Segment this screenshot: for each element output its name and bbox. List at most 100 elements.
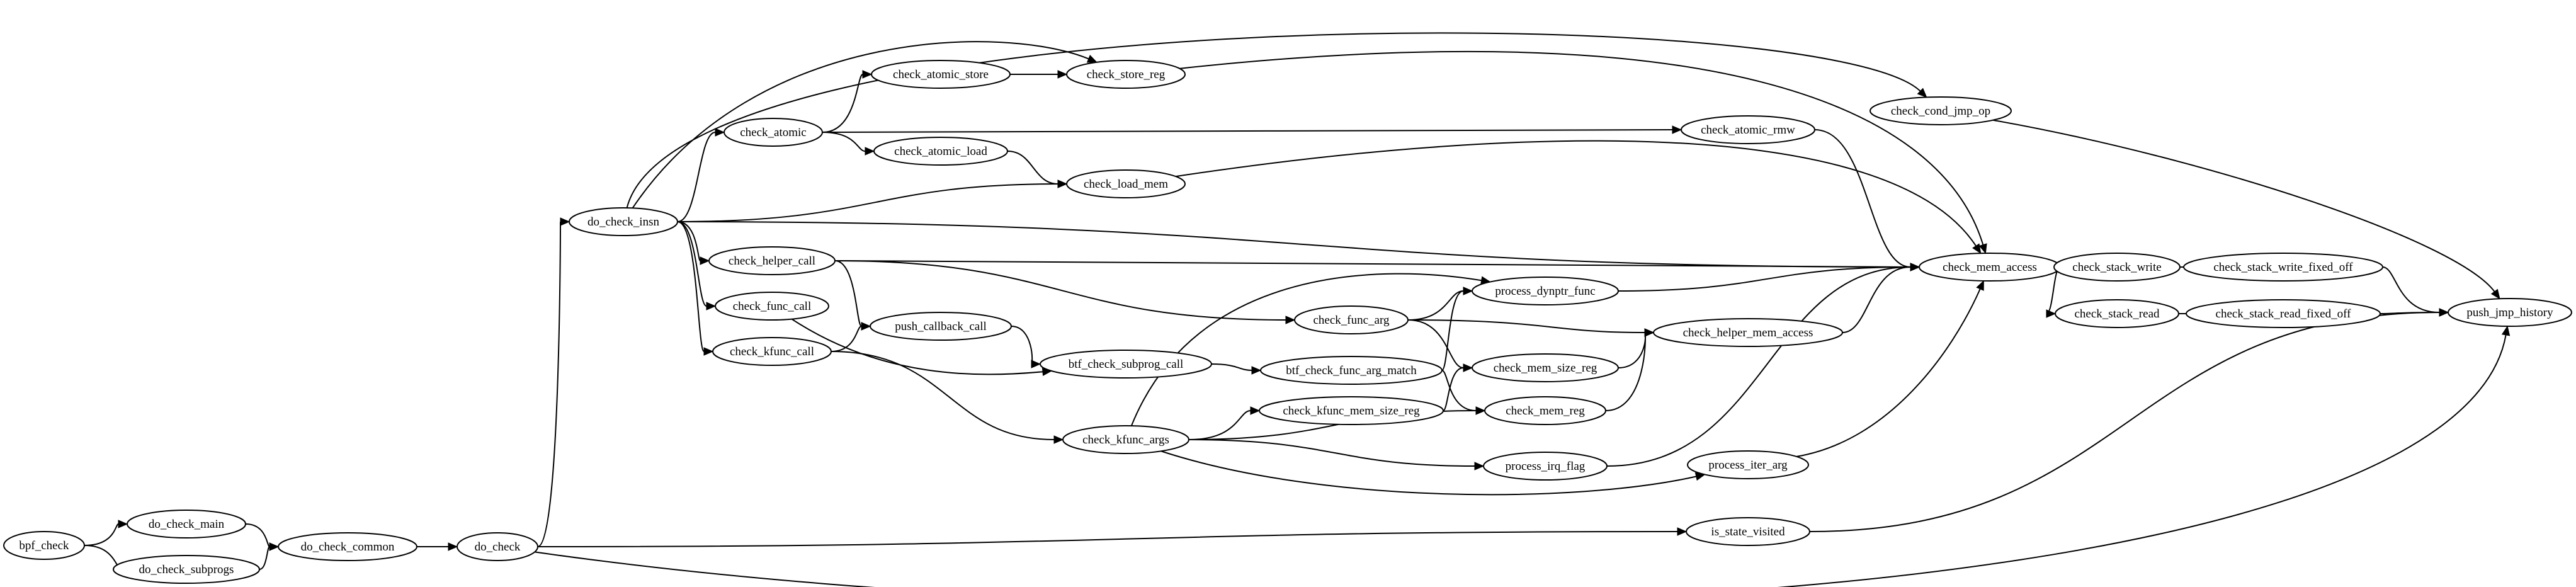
edge-line [1407, 319, 1645, 333]
node-check_mem_access: check_mem_access [1919, 253, 2061, 282]
node-check_store_reg: check_store_reg [1066, 60, 1186, 89]
edge-line [1814, 129, 1911, 268]
edge-line [537, 531, 1678, 547]
node-btf_check_func_arg_match: btf_check_func_arg_match [1260, 356, 1443, 385]
edge-do_check_insn-to-check_helper_call [677, 221, 710, 265]
node-ellipse [1653, 318, 1843, 347]
edge-line [1175, 140, 1977, 247]
node-label: process_iter_arg [1708, 459, 1788, 472]
edge-line [1188, 439, 1475, 467]
node-label: bpf_check [19, 539, 69, 552]
node-check_mem_reg: check_mem_reg [1484, 396, 1606, 425]
node-process_dynptr_func: process_dynptr_func [1472, 276, 1619, 305]
arrowhead [1463, 363, 1473, 372]
arrowhead [1053, 435, 1064, 444]
node-do_check: do_check [457, 532, 538, 561]
node-do_check_subprogs: do_check_subprogs [113, 555, 260, 584]
node-label: check_mem_size_reg [1494, 362, 1597, 375]
arrowhead [861, 322, 871, 331]
node-ellipse [708, 246, 836, 275]
node-ellipse [1472, 276, 1619, 305]
node-push_jmp_history: push_jmp_history [2448, 298, 2572, 327]
edge-line [1160, 450, 1696, 496]
arrowhead [1978, 243, 1987, 254]
edge-line [1188, 410, 1251, 440]
node-bpf_check: bpf_check [3, 531, 85, 560]
node-label: is_state_visited [1711, 525, 1785, 539]
node-label: do_check_common [301, 540, 395, 554]
edge-line [632, 41, 1089, 208]
node-check_atomic_store: check_atomic_store [871, 60, 1011, 89]
edge-line [1993, 119, 2495, 292]
node-btf_check_subprog_call: btf_check_subprog_call [1040, 350, 1212, 379]
node-ellipse [127, 510, 246, 539]
node-ellipse [1066, 169, 1186, 198]
edge-line [626, 32, 1921, 208]
node-ellipse [1870, 96, 2012, 125]
node-ellipse [2183, 253, 2383, 282]
arrowhead [1250, 406, 1261, 415]
edge-line [677, 221, 701, 261]
node-ellipse [712, 337, 832, 366]
node-label: check_load_mem [1084, 178, 1168, 191]
edge-check_kfunc_mem_size_reg-to-check_mem_size_reg [1443, 363, 1473, 411]
node-do_check_main: do_check_main [127, 510, 246, 539]
node-ellipse [1686, 517, 1810, 546]
node-label: do_check_subprogs [139, 563, 234, 576]
node-ellipse [3, 531, 85, 560]
arrowhead [1917, 88, 1927, 98]
edge-btf_check_subprog_call-to-btf_check_func_arg_match [1211, 363, 1262, 375]
node-label: check_mem_reg [1506, 404, 1585, 418]
node-label: check_cond_jmp_op [1891, 105, 1990, 118]
node-label: process_dynptr_func [1495, 285, 1595, 298]
node-label: check_stack_write_fixed_off [2213, 261, 2353, 274]
node-ellipse [1681, 115, 1815, 144]
edges-layer [84, 32, 2511, 587]
edge-line [245, 523, 270, 547]
edge-line [1179, 50, 1984, 245]
edge-do_check_insn-to-check_kfunc_call [677, 221, 714, 356]
node-label: check_atomic_load [894, 145, 987, 158]
node-check_load_mem: check_load_mem [1066, 169, 1186, 198]
node-check_atomic_rmw: check_atomic_rmw [1681, 115, 1815, 144]
node-label: do_check_insn [587, 215, 659, 229]
arrowhead [269, 542, 280, 551]
node-ellipse [1259, 396, 1444, 425]
arrowhead [715, 128, 725, 137]
node-check_cond_jmp_op: check_cond_jmp_op [1870, 96, 2012, 125]
arrowhead [1677, 527, 1688, 536]
node-label: process_irq_flag [1506, 460, 1586, 473]
edge-line [1007, 151, 1058, 185]
node-ellipse [870, 312, 1012, 341]
edge-check_store_reg-to-check_mem_access [1179, 50, 1987, 254]
edge-check_atomic_store-to-check_store_reg [1010, 70, 1068, 79]
edge-line [834, 260, 862, 327]
edge-line [1211, 363, 1252, 371]
node-ellipse [2055, 299, 2179, 328]
edge-do_check-to-push_jmp_history [535, 325, 2511, 587]
edge-bpf_check-to-do_check_main [84, 520, 128, 546]
node-ellipse [871, 60, 1011, 89]
arrowhead [2046, 309, 2057, 318]
node-check_stack_read: check_stack_read [2055, 299, 2179, 328]
arrowhead [1672, 125, 1682, 134]
node-ellipse [1484, 396, 1606, 425]
edge-check_mem_reg-to-check_helper_mem_access [1605, 328, 1655, 411]
edge-process_iter_arg-to-check_mem_access [1796, 280, 1984, 457]
arrowhead [2439, 308, 2449, 317]
edge-line [677, 221, 1911, 268]
edge-do_check_subprogs-to-do_check_common [259, 542, 280, 570]
node-label: check_atomic_store [893, 68, 989, 81]
node-label: check_stack_read_fixed_off [2216, 307, 2352, 321]
arrowhead [1976, 280, 1984, 291]
arrowhead [2501, 325, 2511, 336]
node-ellipse [715, 292, 829, 321]
node-check_func_arg: check_func_arg [1294, 305, 1409, 334]
node-check_stack_read_fixed_off: check_stack_read_fixed_off [2186, 299, 2381, 328]
arrowhead [1031, 360, 1041, 368]
arrowhead [1057, 180, 1068, 188]
arrowhead [1972, 243, 1982, 254]
edge-line [535, 334, 2507, 587]
